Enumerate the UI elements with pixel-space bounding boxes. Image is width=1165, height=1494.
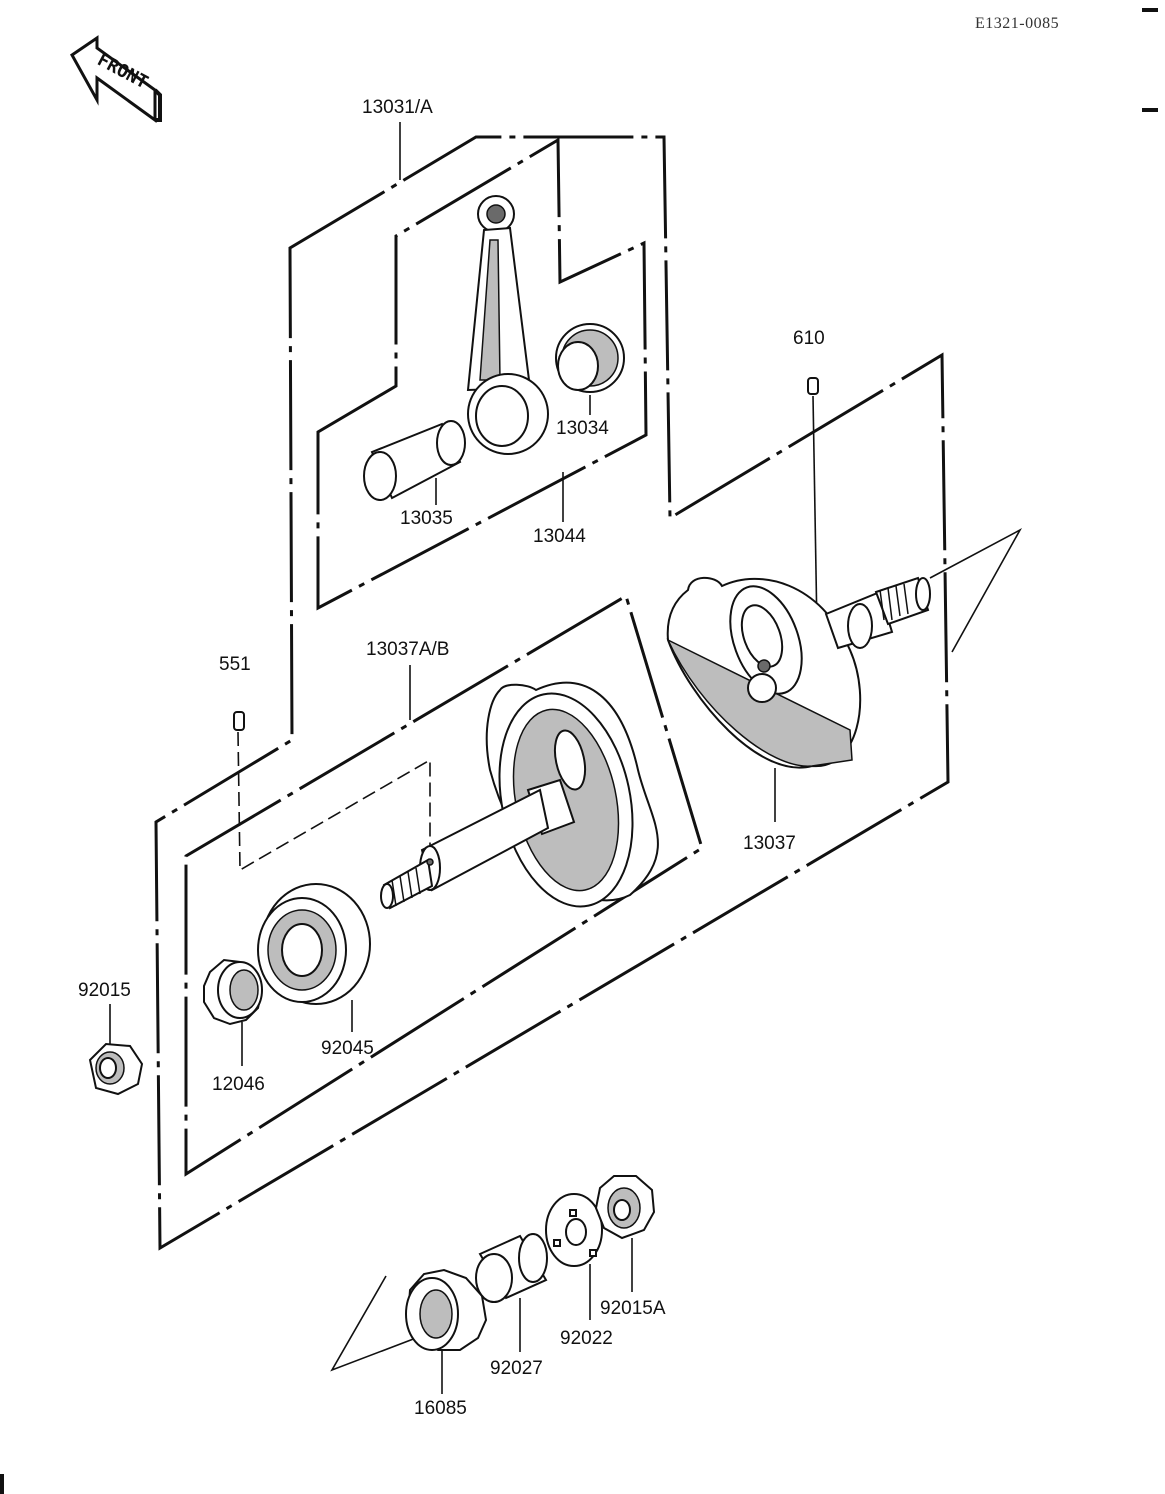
conrod-set-outline: [154, 135, 950, 1251]
conrod-inner-outline: [316, 137, 648, 611]
lock-washer: [545, 1193, 603, 1267]
label-551: 551: [219, 654, 251, 675]
label-92027: 92027: [490, 1358, 543, 1379]
page-mark-bottom: [0, 1474, 4, 1494]
crankshaft-assy-outline: [184, 593, 704, 1177]
crank-flywheel-right: [666, 576, 931, 769]
leader-610: [812, 395, 818, 631]
label-92015A: 92015A: [600, 1298, 666, 1319]
ball-bearing: [257, 883, 371, 1005]
label-16085: 16085: [414, 1398, 467, 1419]
leader-551: [237, 731, 431, 872]
crank-pin: [363, 420, 466, 501]
label-92015: 92015: [78, 980, 131, 1001]
label-13035: 13035: [400, 508, 453, 529]
crank-flywheel-left: [380, 681, 659, 910]
small-sprocket: [203, 958, 264, 1026]
primary-gear: [405, 1268, 488, 1351]
document-code: E1321-0085: [975, 15, 1059, 32]
dowel-pin-551: [233, 711, 245, 731]
label-13037: 13037: [743, 833, 796, 854]
label-13044: 13044: [533, 526, 586, 547]
label-13037AB: 13037A/B: [366, 639, 449, 660]
label-12046: 12046: [212, 1074, 265, 1095]
needle-bearing: [555, 323, 625, 393]
label-92045: 92045: [321, 1038, 374, 1059]
label-13034: 13034: [556, 418, 609, 439]
flange-nut-a: [594, 1175, 656, 1240]
bottom-reference-lines: [330, 1275, 417, 1372]
spline-reference-lines: [929, 528, 1023, 653]
page-mark-top: [1142, 8, 1158, 12]
flange-nut: [88, 1042, 144, 1096]
page-mark-middle: [1142, 108, 1158, 112]
front-arrow-icon: FRONT: [70, 35, 162, 123]
label-610: 610: [793, 328, 825, 349]
dowel-pin-610: [807, 377, 819, 395]
spacer-collar: [475, 1233, 548, 1303]
connecting-rod: [466, 195, 549, 455]
label-13031A: 13031/A: [362, 97, 433, 118]
label-92022: 92022: [560, 1328, 613, 1349]
